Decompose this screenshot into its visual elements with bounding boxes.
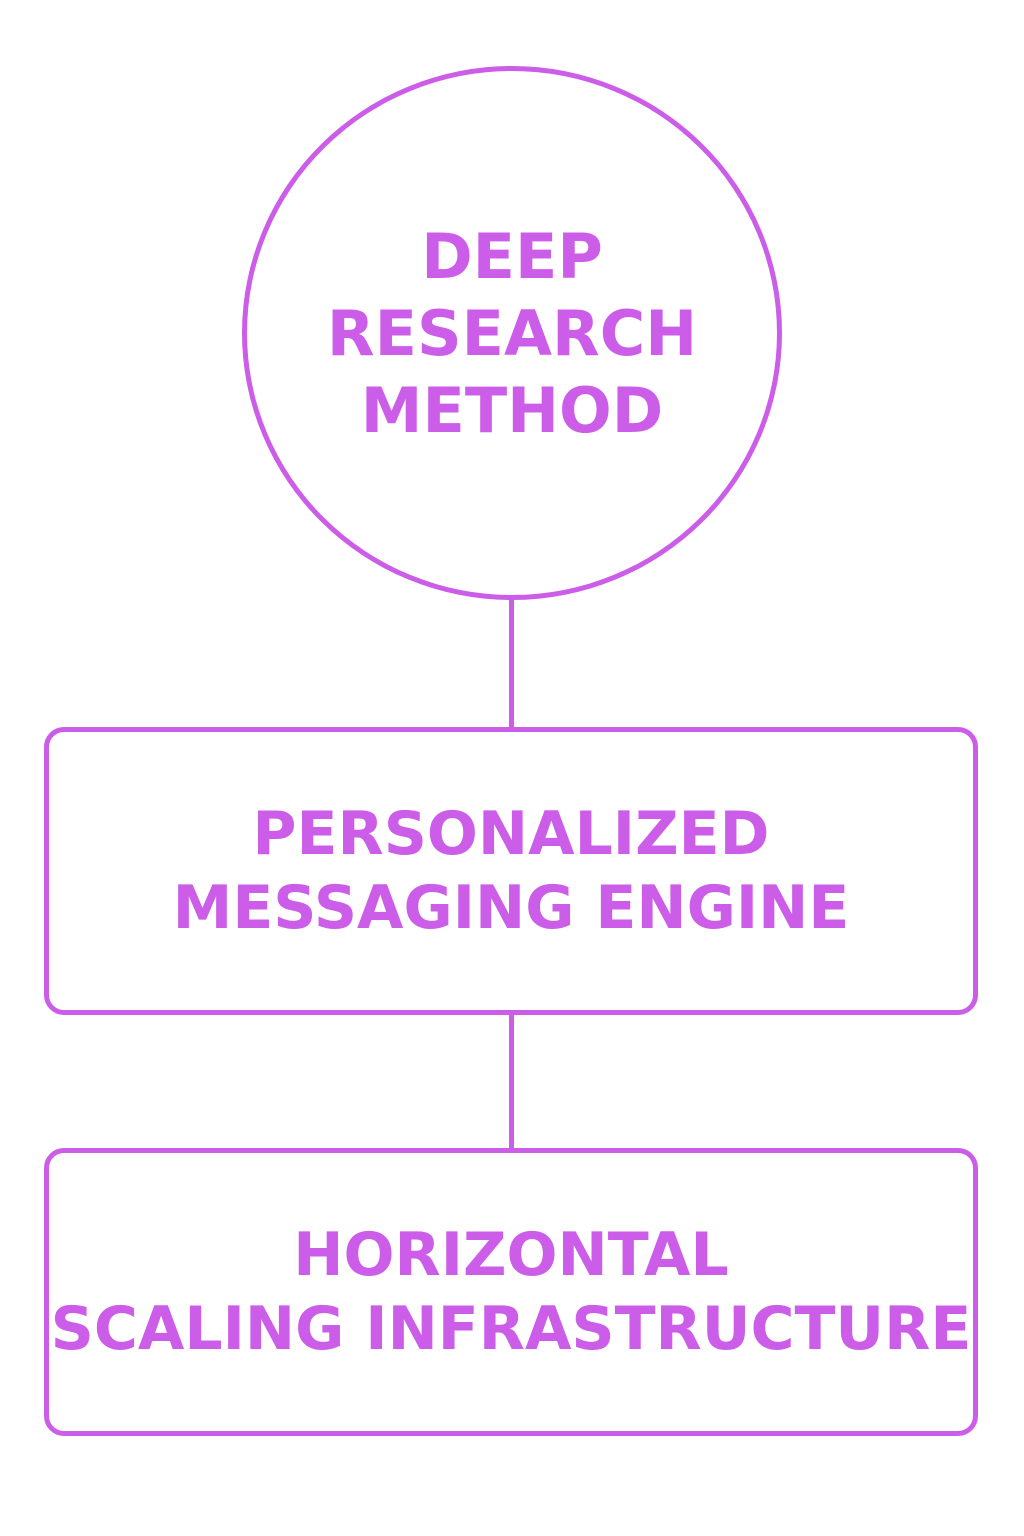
connector-line [509, 600, 514, 727]
node-label-line: DEEP [421, 219, 603, 293]
node-label-line: SCALING INFRASTRUCTURE [50, 1294, 972, 1364]
node-horizontal-scaling-infrastructure: HORIZONTAL SCALING INFRASTRUCTURE [44, 1148, 978, 1436]
node-personalized-messaging-engine: PERSONALIZED MESSAGING ENGINE [44, 727, 978, 1015]
connector-line [509, 1015, 514, 1148]
node-label-line: MESSAGING ENGINE [172, 873, 850, 943]
node-label-line: RESEARCH [326, 296, 698, 370]
node-deep-research-method: DEEP RESEARCH METHOD [242, 66, 782, 600]
node-label-line: HORIZONTAL [293, 1220, 729, 1290]
node-label-line: PERSONALIZED [252, 799, 770, 869]
node-label-line: METHOD [360, 373, 664, 447]
